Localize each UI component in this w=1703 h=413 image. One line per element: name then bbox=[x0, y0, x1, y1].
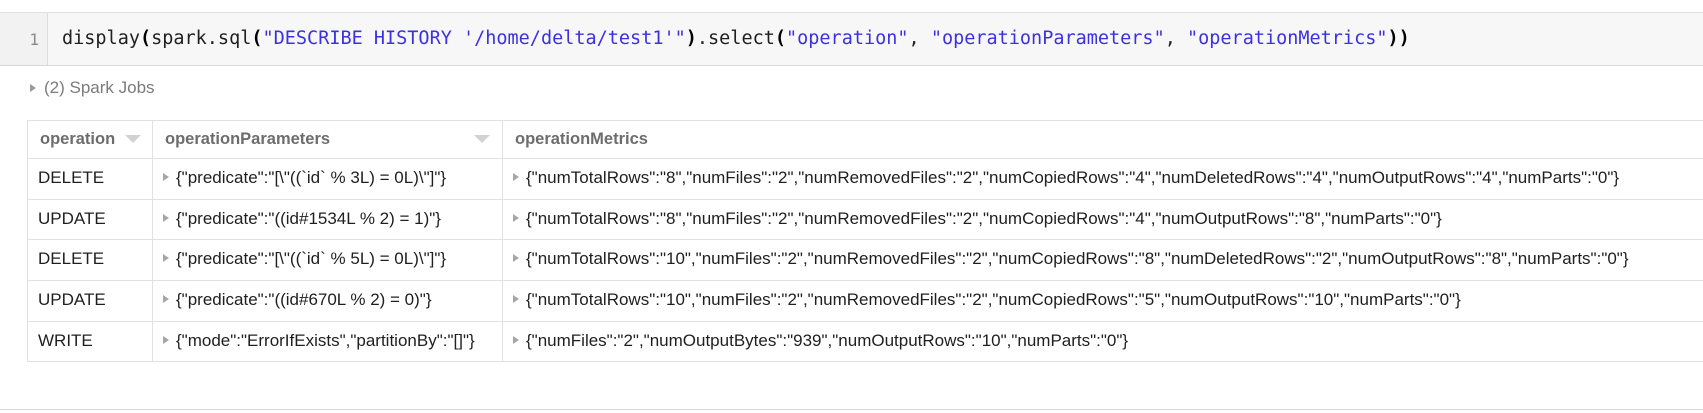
expand-json-icon[interactable] bbox=[163, 335, 169, 344]
code-line-number: 1 bbox=[29, 29, 39, 49]
cell-operationmetrics[interactable]: {"numTotalRows":"8","numFiles":"2","numR… bbox=[502, 158, 1703, 200]
code-token: , bbox=[1164, 27, 1187, 49]
table-row[interactable]: DELETE {"predicate":"[\"((`id` % 3L) = 0… bbox=[27, 158, 1703, 200]
cell-operation: DELETE bbox=[27, 158, 153, 200]
spark-jobs-toggle[interactable]: (2) Spark Jobs bbox=[30, 78, 155, 98]
json-value: {"numTotalRows":"8","numFiles":"2","numR… bbox=[526, 168, 1620, 187]
bottom-divider bbox=[0, 409, 1703, 410]
table-row[interactable]: UPDATE {"predicate":"((id#1534L % 2) = 1… bbox=[27, 198, 1703, 241]
expand-json-icon[interactable] bbox=[163, 254, 169, 263]
json-value: {"predicate":"((id#670L % 2) = 0)"} bbox=[176, 289, 432, 309]
expand-json-icon[interactable] bbox=[513, 294, 519, 303]
expand-json-icon[interactable] bbox=[163, 173, 169, 181]
json-value: {"predicate":"((id#1534L % 2) = 1)"} bbox=[176, 208, 441, 228]
code-token: "operationParameters" bbox=[930, 27, 1165, 49]
expand-json-icon[interactable] bbox=[163, 294, 169, 303]
sort-caret-icon[interactable] bbox=[474, 135, 490, 143]
json-value: {"mode":"ErrorIfExists","partitionBy":"[… bbox=[176, 330, 475, 350]
json-value: {"numFiles":"2","numOutputBytes":"939","… bbox=[526, 330, 1129, 350]
column-header-operationmetrics-label: operationMetrics bbox=[515, 129, 648, 148]
cell-operation: DELETE bbox=[27, 239, 153, 281]
code-token: , bbox=[908, 27, 931, 49]
code-gutter: 1 bbox=[0, 13, 48, 65]
json-value: {"numTotalRows":"8","numFiles":"2","numR… bbox=[526, 208, 1442, 228]
code-token: ) bbox=[685, 27, 697, 49]
table-header-row: operation operationParameters operationM… bbox=[27, 120, 1703, 159]
expand-json-icon[interactable] bbox=[513, 254, 519, 263]
cell-operationmetrics[interactable]: {"numTotalRows":"8","numFiles":"2","numR… bbox=[502, 198, 1703, 241]
column-header-operationparameters[interactable]: operationParameters bbox=[152, 120, 503, 159]
code-token: ( bbox=[774, 27, 786, 49]
expand-json-icon[interactable] bbox=[513, 213, 519, 222]
notebook-code-cell[interactable]: 1 display(spark.sql("DESCRIBE HISTORY '/… bbox=[0, 12, 1703, 66]
sort-caret-icon[interactable] bbox=[125, 135, 142, 143]
table-head: operation operationParameters operationM… bbox=[27, 120, 1703, 159]
table-row[interactable]: DELETE {"predicate":"[\"((`id` % 5L) = 0… bbox=[27, 239, 1703, 281]
expand-json-icon[interactable] bbox=[513, 335, 519, 344]
column-header-operationparameters-label: operationParameters bbox=[165, 129, 331, 148]
column-header-operation[interactable]: operation bbox=[27, 120, 153, 159]
json-value: {"numTotalRows":"10","numFiles":"2","num… bbox=[526, 249, 1629, 269]
code-token: "operation" bbox=[786, 27, 909, 49]
column-header-operation-label: operation bbox=[40, 129, 116, 148]
cell-operationparameters[interactable]: {"predicate":"((id#670L % 2) = 0)"} bbox=[152, 279, 503, 322]
cell-operationparameters[interactable]: {"predicate":"((id#1534L % 2) = 1)"} bbox=[152, 198, 503, 241]
code-token: ( bbox=[139, 27, 152, 49]
code-token: .select bbox=[696, 27, 775, 49]
cell-operationparameters[interactable]: {"predicate":"[\"((`id` % 3L) = 0L)\"]"} bbox=[152, 158, 503, 200]
json-value: {"predicate":"[\"((`id` % 5L) = 0L)\"]"} bbox=[176, 249, 447, 269]
spark-jobs-label: (2) Spark Jobs bbox=[44, 78, 155, 97]
code-token: display bbox=[62, 27, 140, 49]
code-token: "operationMetrics" bbox=[1187, 27, 1388, 49]
chevron-right-icon bbox=[30, 84, 36, 92]
cell-operation: UPDATE bbox=[27, 279, 153, 322]
cell-operationmetrics[interactable]: {"numTotalRows":"10","numFiles":"2","num… bbox=[502, 239, 1703, 281]
code-token: ( bbox=[251, 27, 263, 49]
json-value: {"predicate":"[\"((`id` % 3L) = 0L)\"]"} bbox=[176, 168, 447, 187]
cell-operation: WRITE bbox=[27, 320, 153, 363]
code-token: spark.sql bbox=[151, 27, 252, 49]
cell-operation: UPDATE bbox=[27, 198, 153, 241]
query-result-table[interactable]: operation operationParameters operationM… bbox=[27, 120, 1703, 363]
table-row[interactable]: UPDATE {"predicate":"((id#670L % 2) = 0)… bbox=[27, 279, 1703, 322]
expand-json-icon[interactable] bbox=[163, 213, 169, 222]
cell-operationmetrics[interactable]: {"numTotalRows":"10","numFiles":"2","num… bbox=[502, 279, 1703, 322]
column-header-operationmetrics[interactable]: operationMetrics bbox=[502, 120, 1703, 159]
cell-operationparameters[interactable]: {"mode":"ErrorIfExists","partitionBy":"[… bbox=[152, 320, 503, 363]
json-value: {"numTotalRows":"10","numFiles":"2","num… bbox=[526, 289, 1461, 309]
code-token: ) bbox=[1387, 27, 1399, 49]
table-body: DELETE {"predicate":"[\"((`id` % 3L) = 0… bbox=[27, 158, 1703, 363]
code-token: "DESCRIBE HISTORY '/home/delta/test1'" bbox=[262, 27, 686, 49]
result-grid: operation operationParameters operationM… bbox=[27, 120, 1703, 363]
cell-operationparameters[interactable]: {"predicate":"[\"((`id` % 5L) = 0L)\"]"} bbox=[152, 239, 503, 281]
code-editor-area[interactable]: display(spark.sql("DESCRIBE HISTORY '/ho… bbox=[48, 13, 1703, 65]
code-line-1: display(spark.sql("DESCRIBE HISTORY '/ho… bbox=[62, 27, 1410, 49]
code-token: ) bbox=[1398, 27, 1410, 49]
cell-operationmetrics[interactable]: {"numFiles":"2","numOutputBytes":"939","… bbox=[502, 320, 1703, 363]
table-row[interactable]: WRITE {"mode":"ErrorIfExists","partition… bbox=[27, 320, 1703, 363]
expand-json-icon[interactable] bbox=[513, 173, 519, 181]
